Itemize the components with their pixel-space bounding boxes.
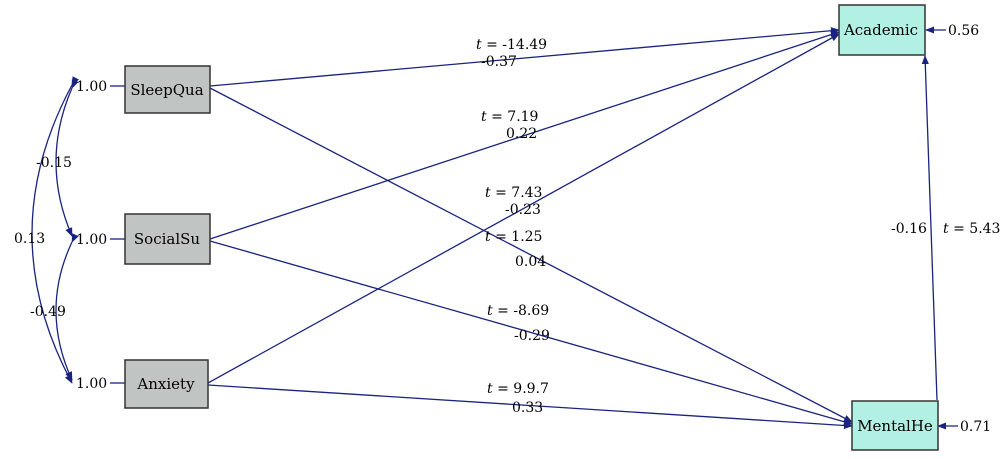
t-value: -8.69 [513,303,549,319]
path-anxiety-mental [207,384,853,430]
t-label-sleep-mental: t = 1.25 [485,229,542,245]
t-value: 7.43 [511,185,542,201]
node-box-academic [838,4,926,56]
t-equals: = [949,221,970,237]
coef-label-social-academic: 0.22 [506,126,537,142]
t-value: -14.49 [502,37,547,53]
cov-label-social-anxiety: -0.49 [30,304,66,320]
t-label-social-mental: t = -8.69 [487,303,549,319]
coef-label-sleep-mental: 0.04 [515,254,546,270]
t-value: 9.9.7 [513,381,549,397]
node-box-mental [851,400,939,451]
t-symbol: t [487,381,493,397]
path-sleep-mental [209,87,853,423]
coef-label-social-mental: -0.29 [514,328,550,344]
t-equals: = [487,109,508,125]
node-label-mental: MentalHe [857,417,933,435]
coef-label-anxiety-mental: 0.33 [512,400,543,416]
t-symbol: t [485,185,491,201]
cov-label-sleep-social: -0.15 [36,155,72,171]
t-symbol: t [481,109,487,125]
path-social-academic [209,31,840,240]
t-label-anxiety-mental: t = 9.9.7 [487,381,549,397]
node-box-social [124,213,211,265]
node-label-sleep: SleepQua [130,81,203,99]
variance-label-anxiety: 1.00 [76,376,107,392]
path-social-mental [209,240,853,426]
t-equals: = [491,229,512,245]
node-label-academic: Academic [843,21,918,39]
cov-arc-sleep-anxiety [31,76,80,384]
residual-label-mental: 0.71 [960,419,991,435]
t-value: 5.43 [969,221,1000,237]
t-symbol: t [476,37,482,53]
coef-label-sleep-academic: -0.37 [481,54,517,70]
path-anxiety-academic [207,33,840,384]
t-label-social-academic: t = 7.19 [481,109,538,125]
variance-label-social: 1.00 [76,232,107,248]
t-equals: = [493,381,514,397]
t-label-anxiety-academic: t = 7.43 [485,185,542,201]
node-label-anxiety: Anxiety [136,375,195,393]
variance-label-sleep: 1.00 [76,79,107,95]
t-value: 1.25 [511,229,542,245]
coef-label-mental-academic: -0.16 [891,221,927,237]
coef-label-anxiety-academic: -0.23 [505,202,541,218]
cov-label-sleep-anxiety: 0.13 [14,231,45,247]
node-box-anxiety [124,359,209,409]
t-symbol: t [943,221,949,237]
t-symbol: t [485,229,491,245]
t-equals: = [493,303,514,319]
node-label-social: SocialSu [134,230,201,248]
t-equals: = [491,185,512,201]
path-mental-academic [921,55,938,401]
t-label-mental-academic: t = 5.43 [943,221,1000,237]
t-equals: = [482,37,503,53]
t-symbol: t [487,303,493,319]
residual-label-academic: 0.56 [948,23,979,39]
path-sleep-academic [209,27,840,87]
t-value: 7.19 [507,109,538,125]
t-label-sleep-academic: t = -14.49 [476,37,547,53]
node-box-sleep [124,65,211,114]
